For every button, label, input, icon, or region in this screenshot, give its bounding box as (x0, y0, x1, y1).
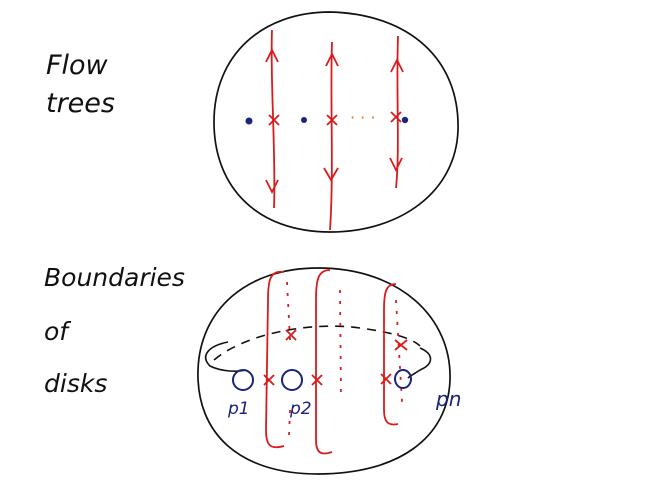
puncture-circles-bottom (232, 369, 412, 391)
crossing-marks-top (268, 111, 402, 126)
ellipsis-dots: · · · (350, 108, 375, 127)
top-panel: Flow trees · (46, 11, 459, 233)
front-arc-right (407, 347, 432, 379)
crossing-marks-bottom (263, 329, 408, 386)
disk-boundary-1 (265, 270, 285, 449)
disk-boundary-3 (383, 283, 399, 426)
boundaries-label: Boundaries (44, 263, 185, 292)
label-pn: pn (435, 387, 461, 411)
top-disk-circle (213, 11, 459, 233)
flow-line-2 (323, 41, 339, 231)
front-arc-left (204, 341, 247, 372)
dashed-back-arc (213, 325, 421, 361)
label-p1: p1 (227, 399, 250, 419)
disks-label: disks (44, 369, 107, 398)
of-label: of (44, 317, 71, 346)
disk-boundary-2 (315, 269, 333, 455)
trees-label: trees (46, 88, 115, 119)
bottom-disk-circle (197, 267, 451, 475)
dotted-back-lines (286, 281, 403, 437)
label-p2: p2 (289, 399, 312, 419)
flow-line-1 (265, 29, 279, 209)
bottom-panel: Boundaries of disks (44, 263, 461, 475)
flow-label: Flow (46, 50, 109, 81)
puncture-points-top (245, 116, 409, 125)
